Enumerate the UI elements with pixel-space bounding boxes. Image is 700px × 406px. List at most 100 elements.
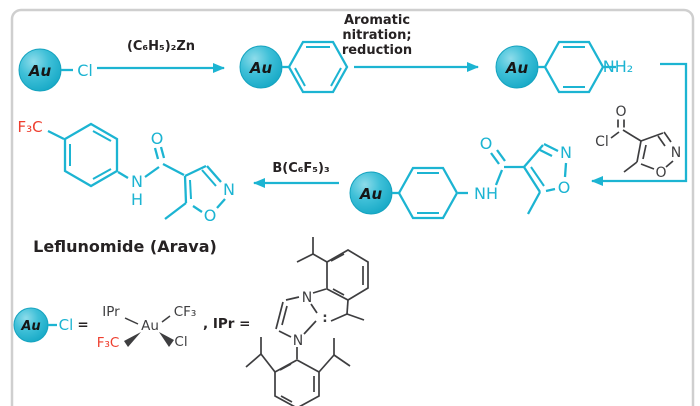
lower-diisopropylphenyl-ring <box>274 359 320 406</box>
n1-aryl-bond <box>312 288 327 294</box>
cl-ligand-label: Cl <box>174 334 187 350</box>
leflunomide-structure: F₃C N H O N O Leflunomide (Arava) <box>17 118 235 256</box>
c3-n-double-bond <box>657 135 666 147</box>
isopropyl-methyl <box>245 353 262 368</box>
c3-n-double-bond <box>539 148 553 158</box>
amine-label: NH₂ <box>603 57 633 76</box>
gold-atom-label: Au <box>249 59 273 77</box>
amide-nitrogen-label: N <box>131 172 143 191</box>
step1-reagent-label: (C₆H₅)₂Zn <box>127 39 195 54</box>
phenylene-ring <box>397 166 459 220</box>
gold-atom-label: Au <box>359 185 383 203</box>
legend-gold-complex: IPr Au CF₃ F₃C Cl , IPr = <box>97 304 251 351</box>
product-name: Leflunomide (Arava) <box>33 237 217 256</box>
carbonyl-double-bond <box>159 146 166 159</box>
benzene-ring <box>287 40 349 94</box>
step4-reagent-label: B(C₆F₅)₃ <box>272 161 329 176</box>
n1-label: N <box>302 290 312 306</box>
n-o-bond <box>665 160 674 168</box>
phenylene-ring <box>63 122 119 188</box>
frame-border <box>10 8 695 406</box>
gold-atom-label: Au <box>505 59 529 77</box>
n-o-bond <box>216 198 226 209</box>
step2-label-line3: reduction <box>342 43 412 58</box>
au-cf3-bond <box>161 315 171 323</box>
c5-c4-double-bond <box>189 179 192 200</box>
chlorine-label: Cl <box>595 134 609 150</box>
step1-arrow-group: (C₆H₅)₂Zn <box>97 39 225 73</box>
methyl-bond <box>164 202 187 220</box>
carbene-lone-pair: : <box>322 310 327 326</box>
o-c5-bond <box>192 205 203 213</box>
c4-c3-bond <box>523 144 544 168</box>
chlorine-label: Cl <box>59 316 74 334</box>
cf3-ligand-label: CF₃ <box>174 304 197 320</box>
f3c-ligand-label: F₃C <box>97 335 120 351</box>
phenylene-ring <box>543 40 605 94</box>
upper-diisopropylphenyl-ring <box>326 249 369 301</box>
isopropyl-methyl <box>330 313 348 322</box>
legend-gold-chloride: Au Cl = <box>13 307 89 343</box>
ring-nitrogen-label: N <box>560 143 572 162</box>
double-bond-inner <box>92 168 112 180</box>
c-c4-bond <box>622 129 642 142</box>
wedge-bond-f3c <box>124 332 141 347</box>
double-bond-inner <box>280 395 293 403</box>
o-c5-bond <box>545 187 556 193</box>
step2-label-line2: nitration; <box>342 28 411 43</box>
methyl-bond <box>526 191 542 215</box>
c3-n-double-bond <box>543 142 559 153</box>
cf3-aryl-bond <box>47 129 65 141</box>
c5-c4-double-bond <box>183 175 188 204</box>
c5-c4-double-bond <box>636 140 642 163</box>
gold-aniline-species: Au NH₂ <box>495 40 633 94</box>
n-o-bond <box>563 162 568 178</box>
c-c4-bond <box>162 162 185 177</box>
c5-c4-double-bond <box>642 144 647 160</box>
n-c-bond <box>494 169 504 186</box>
wedge-bond-cl <box>159 332 174 347</box>
double-bond-inner <box>92 130 112 142</box>
double-bond-inner <box>279 363 292 371</box>
c5-c4-double-bond <box>523 166 541 193</box>
double-bond-inner <box>294 67 306 87</box>
acyl-chloride-structure: O Cl N O <box>595 104 681 181</box>
carbonyl-oxygen-label: O <box>480 134 493 153</box>
ring-oxygen-label: O <box>655 165 666 181</box>
ipr-ligand-label: IPr <box>102 304 120 320</box>
cf3-label: F₃C <box>17 118 42 136</box>
c-cl-bond <box>610 131 620 139</box>
c2-n3-bond <box>303 320 317 335</box>
carbonyl-oxygen-label: O <box>151 129 164 148</box>
step2-label-line1: Aromatic <box>344 13 410 28</box>
n3-c5-bond <box>278 330 292 338</box>
double-bond-inner <box>330 67 342 87</box>
double-bond-inner <box>330 253 345 262</box>
step4-arrow-group: B(C₆F₅)₃ <box>253 161 339 188</box>
ipr-equals-label: , IPr = <box>203 316 250 332</box>
gold-anilide-species: Au NH O N O <box>349 134 572 220</box>
gold-phenyl-species: Au <box>239 40 349 94</box>
carbonyl-double-bond <box>153 147 160 160</box>
o-c5-bond <box>640 163 655 170</box>
c4-c3-bond <box>640 132 664 142</box>
amide-hydrogen-label: H <box>131 190 143 209</box>
chlorine-label: Cl <box>77 61 93 80</box>
c4-n1-bond <box>285 296 300 301</box>
isopropyl-methyl <box>296 253 314 263</box>
c4-c3-bond <box>184 164 207 178</box>
carbonyl-double-bond <box>496 149 506 162</box>
n-c-bond <box>144 166 160 178</box>
c5-c4-double-bond <box>281 305 288 326</box>
ipr-carbene-structure: N N : <box>245 237 369 406</box>
isopropyl-ch-bond <box>260 353 276 373</box>
step2-arrow-group: Aromatic nitration; reduction <box>342 13 479 72</box>
double-bond-inner <box>332 288 345 296</box>
methyl-bond <box>623 161 638 173</box>
c3-n-double-bond <box>201 169 217 187</box>
gold-chloride-species: Au Cl <box>18 48 93 92</box>
isopropyl-ch-bond <box>346 299 349 315</box>
n3-label: N <box>293 333 303 349</box>
aryl-n-bond <box>117 171 129 179</box>
